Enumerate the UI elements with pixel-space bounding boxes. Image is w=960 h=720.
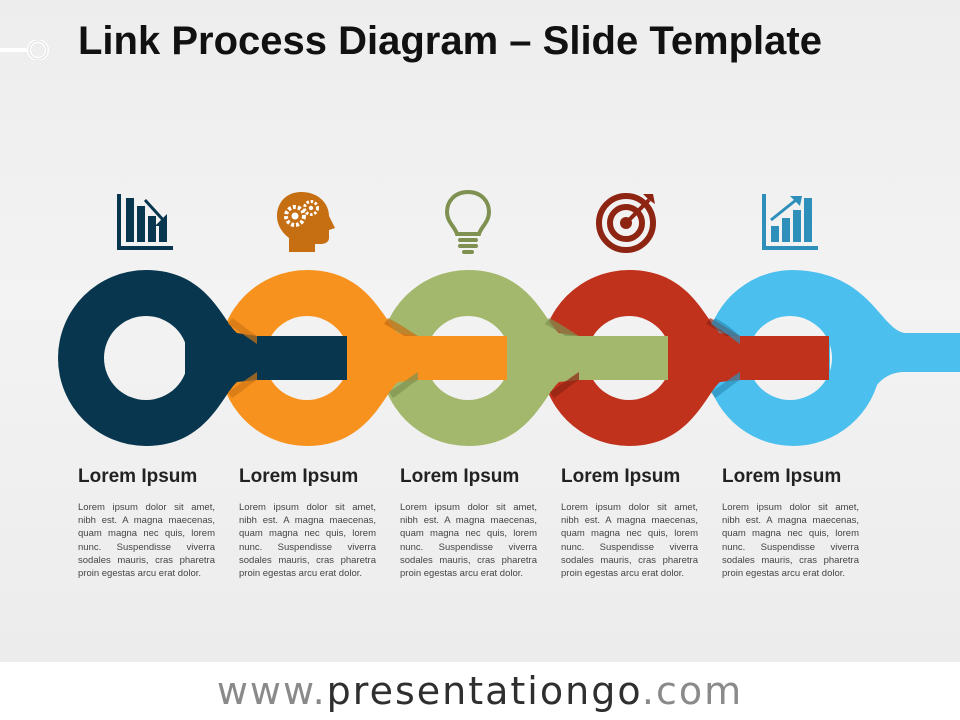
lightbulb-icon xyxy=(444,189,492,254)
link-2-bar xyxy=(347,336,507,380)
link-2-shadow-bottom xyxy=(228,372,257,398)
step-3-text: Lorem ipsum dolor sit amet, nibh est. A … xyxy=(400,502,537,580)
step-3-heading: Lorem Ipsum xyxy=(400,466,520,487)
step-2-text: Lorem ipsum dolor sit amet, nibh est. A … xyxy=(239,502,376,580)
target-icon xyxy=(596,193,656,253)
step-4-text: Lorem ipsum dolor sit amet, nibh est. A … xyxy=(561,502,698,580)
step-4-heading: Lorem Ipsum xyxy=(561,466,681,487)
step-5-heading: Lorem Ipsum xyxy=(722,466,842,487)
link-chain-diagram xyxy=(58,270,960,446)
chart-down-icon xyxy=(117,194,173,250)
footer-suffix: .com xyxy=(641,669,744,713)
link-3-bar xyxy=(508,336,668,380)
link-4-bar xyxy=(669,336,829,380)
link-5-shadow xyxy=(711,318,740,344)
chart-up-icon xyxy=(762,194,818,250)
footer-url[interactable]: www.presentationgo.com xyxy=(0,662,960,720)
step-5-text: Lorem ipsum dolor sit amet, nibh est. A … xyxy=(722,502,859,580)
page-title: Link Process Diagram – Slide Template xyxy=(78,19,822,63)
step-1-text: Lorem ipsum dolor sit amet, nibh est. A … xyxy=(78,502,215,580)
footer-prefix: www. xyxy=(216,669,327,713)
step-2-heading: Lorem Ipsum xyxy=(239,466,359,487)
link-2-shadow xyxy=(228,318,257,344)
link-3-shadow-bottom xyxy=(389,372,418,398)
footer-brand: presentationgo xyxy=(326,669,642,713)
link-1 xyxy=(58,270,347,446)
step-1-heading: Lorem Ipsum xyxy=(78,466,198,487)
link-4-shadow-bottom xyxy=(550,372,579,398)
pin-icon xyxy=(0,40,49,60)
head-gears-icon xyxy=(277,192,335,252)
slide-background xyxy=(0,0,960,662)
link-5-shadow-bottom xyxy=(711,372,740,398)
